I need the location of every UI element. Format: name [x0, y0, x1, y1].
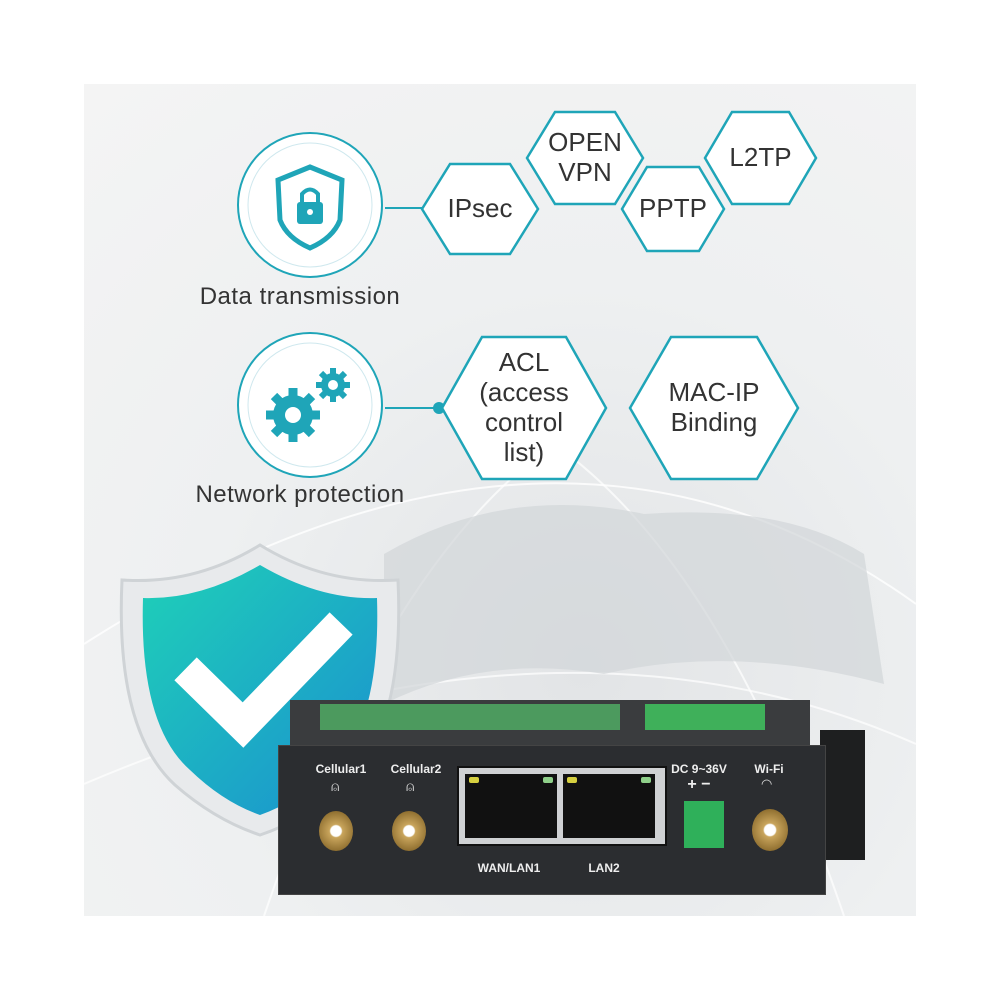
hex-openvpn: OPEN VPN	[525, 110, 645, 206]
ethernet-ports	[457, 766, 667, 846]
data-transmission-circle	[235, 130, 385, 285]
lock-shield-icon	[275, 164, 345, 251]
wan-lan1-port[interactable]	[465, 774, 557, 838]
router-top-sticker	[645, 704, 765, 730]
gears-icon	[266, 368, 350, 442]
lan2-port[interactable]	[563, 774, 655, 838]
wifi-icon: ◠	[761, 776, 773, 791]
hex-label: OPEN VPN	[548, 127, 622, 187]
wifi-antenna-connector[interactable]	[752, 809, 788, 851]
cellular2-antenna-connector[interactable]	[392, 811, 426, 851]
hex-pptp: PPTP	[620, 165, 726, 253]
router-top-label	[320, 704, 620, 730]
activity-led	[641, 777, 651, 783]
port-label-cellular2: Cellular2	[390, 762, 442, 776]
hex-mac-ip-binding: MAC-IP Binding	[628, 335, 800, 481]
section-title: Data transmission	[199, 283, 401, 310]
antenna-icon: ⍝	[406, 778, 415, 794]
hex-label: MAC-IP Binding	[668, 377, 760, 437]
port-label-wifi: Wi-Fi	[754, 762, 784, 776]
din-rail-clip	[820, 730, 865, 860]
cellular1-antenna-connector[interactable]	[319, 811, 353, 851]
connector-line	[385, 402, 445, 414]
hex-ipsec: IPsec	[420, 162, 540, 256]
port-label-wan-lan1: WAN/LAN1	[477, 861, 541, 875]
port-label-cellular1: Cellular1	[315, 762, 367, 776]
port-label-lan2: LAN2	[588, 861, 620, 875]
router-front-panel: Cellular1 Cellular2 ⍝ ⍝ WAN/LAN1 LAN2 DC…	[278, 745, 826, 895]
port-label-dc: DC 9~36V	[671, 762, 727, 776]
hex-label: PPTP	[639, 193, 707, 224]
section-title: Network protection	[195, 481, 405, 508]
hex-label: L2TP	[729, 142, 792, 173]
link-led	[469, 777, 479, 783]
hex-label: IPsec	[447, 193, 513, 224]
hex-label: ACL (access control list)	[479, 347, 569, 467]
antenna-icon: ⍝	[331, 778, 340, 794]
router-top	[290, 700, 810, 750]
polarity-label: + −	[687, 776, 711, 793]
hex-l2tp: L2TP	[703, 110, 818, 206]
power-terminal[interactable]	[684, 801, 724, 848]
network-protection-circle	[235, 330, 385, 485]
link-led	[567, 777, 577, 783]
hex-acl: ACL (access control list)	[440, 335, 608, 481]
activity-led	[543, 777, 553, 783]
